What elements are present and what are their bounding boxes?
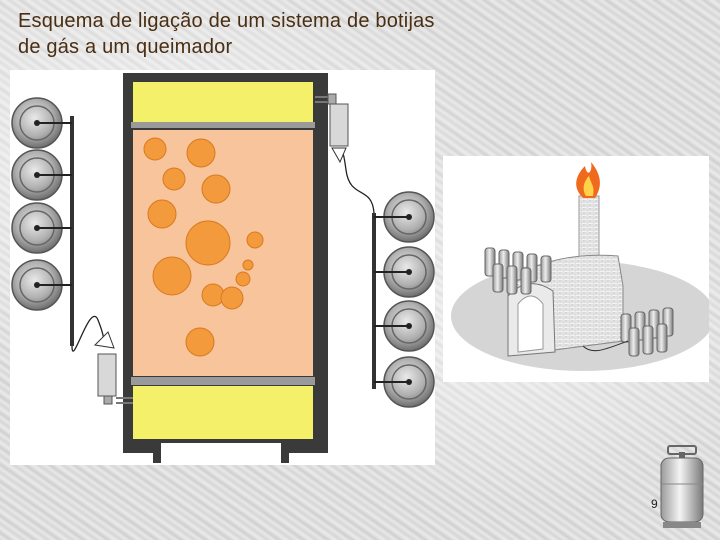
particle bbox=[152, 256, 192, 296]
cylinder-group-left bbox=[484, 247, 552, 295]
particle bbox=[201, 174, 231, 204]
page-title-line-1: Esquema de ligação de um sistema de boti… bbox=[18, 10, 435, 32]
upper-divider bbox=[131, 122, 315, 128]
page-title: Esquema de ligação de um sistema de boti… bbox=[18, 8, 578, 60]
right-manifold-pipe bbox=[372, 213, 376, 389]
furnace bbox=[123, 73, 328, 463]
kiln-door bbox=[517, 295, 544, 353]
kiln-with-gas-cylinders-icon bbox=[451, 162, 709, 371]
particle bbox=[246, 231, 264, 249]
gas-system-diagram bbox=[10, 70, 435, 465]
page-number: 9 bbox=[651, 497, 658, 511]
lower-divider bbox=[131, 377, 315, 385]
left-manifold-pipe bbox=[70, 116, 74, 346]
gas-cylinder bbox=[374, 191, 435, 243]
gas-cylinder bbox=[11, 97, 72, 149]
kiln-illustration bbox=[443, 156, 709, 382]
upper-burner-zone bbox=[133, 82, 313, 122]
gas-line bbox=[582, 340, 629, 352]
particle bbox=[242, 259, 254, 271]
right-cylinder-manifold bbox=[315, 93, 435, 408]
particle bbox=[147, 199, 177, 229]
gas-cylinder bbox=[374, 246, 435, 298]
particle bbox=[162, 167, 186, 191]
gas-cylinder bbox=[374, 356, 435, 408]
gas-cylinder-icon bbox=[660, 445, 704, 528]
gas-cylinder bbox=[11, 202, 72, 254]
particle bbox=[143, 137, 167, 161]
flame-core bbox=[583, 176, 594, 196]
page-title-line-2: de gás a um queimador bbox=[18, 36, 233, 58]
cylinder-group-right bbox=[620, 307, 674, 357]
furnace-leg-left bbox=[153, 443, 161, 463]
right-burner-regulator bbox=[315, 93, 349, 164]
gas-cylinder bbox=[374, 300, 435, 352]
particle bbox=[220, 286, 244, 310]
furnace-base-opening bbox=[161, 443, 281, 463]
gas-cylinder bbox=[11, 259, 72, 311]
left-cylinder-manifold bbox=[11, 97, 133, 405]
particle bbox=[185, 327, 215, 357]
gas-cylinder bbox=[11, 149, 72, 201]
furnace-leg-right bbox=[281, 443, 289, 463]
lower-burner-zone bbox=[133, 386, 313, 439]
particle bbox=[201, 283, 225, 307]
gas-cylinder-manifold-furnace-diagram bbox=[11, 73, 435, 463]
left-burner-regulator bbox=[93, 331, 133, 405]
particle bbox=[186, 138, 216, 168]
corner-gas-cylinder bbox=[655, 444, 709, 530]
right-gas-hose bbox=[339, 152, 375, 214]
chamber-particles bbox=[143, 137, 264, 357]
particle bbox=[235, 271, 251, 287]
particle bbox=[185, 220, 231, 266]
